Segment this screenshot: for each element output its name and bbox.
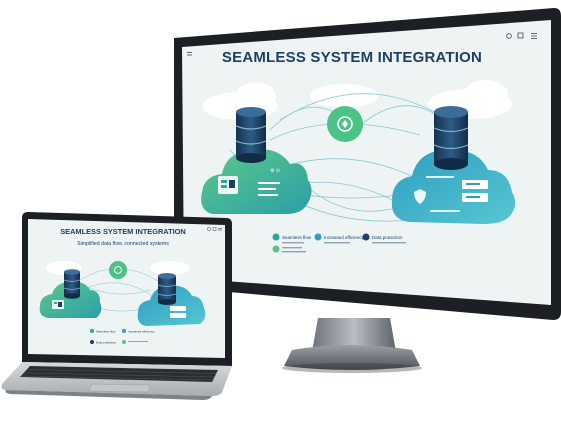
legend-label: Data protection [96,341,117,345]
legend-item: Seamless flow [90,329,116,334]
database-icon [433,106,469,170]
page-title: SEAMLESS SYSTEM INTEGRATION [222,49,482,66]
flow-chart-icon [258,182,280,196]
page-subtitle: Simplified data flow, connected systems [77,241,169,247]
decoration-lines [426,176,460,212]
laptop-legend: Seamless flow Increased efficiency Data … [90,329,155,345]
legend-item: Increased efficiency [122,329,155,334]
desktop-monitor: SEAMLESS SYSTEM INTEGRATION [174,8,561,373]
monitor-window-controls [187,32,537,56]
search-icon[interactable] [506,33,512,39]
monitor-legend: Seamless flow Increased efficiency Data … [272,233,406,253]
dashboard-icon [218,176,238,194]
dashboard-icon [52,300,64,309]
legend-item [272,245,306,253]
expand-icon[interactable] [517,32,524,39]
page-title: SEAMLESS SYSTEM INTEGRATION [60,227,186,236]
monitor-stand-base [284,345,420,370]
legend-label: Increased efficiency [128,330,155,334]
left-cloud [201,149,312,214]
menu-icon [187,52,192,56]
legend-label: Increased efficiency [324,235,364,240]
right-cloud [391,149,516,224]
laptop-key-rows [21,369,217,381]
legend-label: Seamless flow [282,235,312,240]
form-panel-icon [462,180,488,202]
menu-icon[interactable] [531,33,537,39]
legend-item: Data protection [90,340,117,345]
legend-label: Seamless flow [96,330,116,334]
laptop-keyboard[interactable] [20,366,218,382]
hub-node [327,106,363,142]
database-icon [63,269,81,299]
right-cloud [137,285,206,326]
database-icon [157,273,177,305]
legend-item [122,340,148,344]
laptop-trackpad[interactable] [88,383,151,393]
laptop-window-controls [207,227,222,231]
legend-label: Data protection [372,235,403,240]
decoration-text: ⚙ ⊙ [270,168,280,174]
monitor-stand-neck [312,318,396,352]
legend-item: Increased efficiency [314,233,364,244]
legend-item: Data protection [362,233,406,244]
legend-item: Seamless flow [272,233,312,244]
laptop: SEAMLESS SYSTEM INTEGRATION Simplified d… [1,212,232,400]
form-panel-icon [170,306,186,318]
hub-node [109,261,127,279]
database-icon [235,107,267,163]
shield-icon [414,189,426,204]
